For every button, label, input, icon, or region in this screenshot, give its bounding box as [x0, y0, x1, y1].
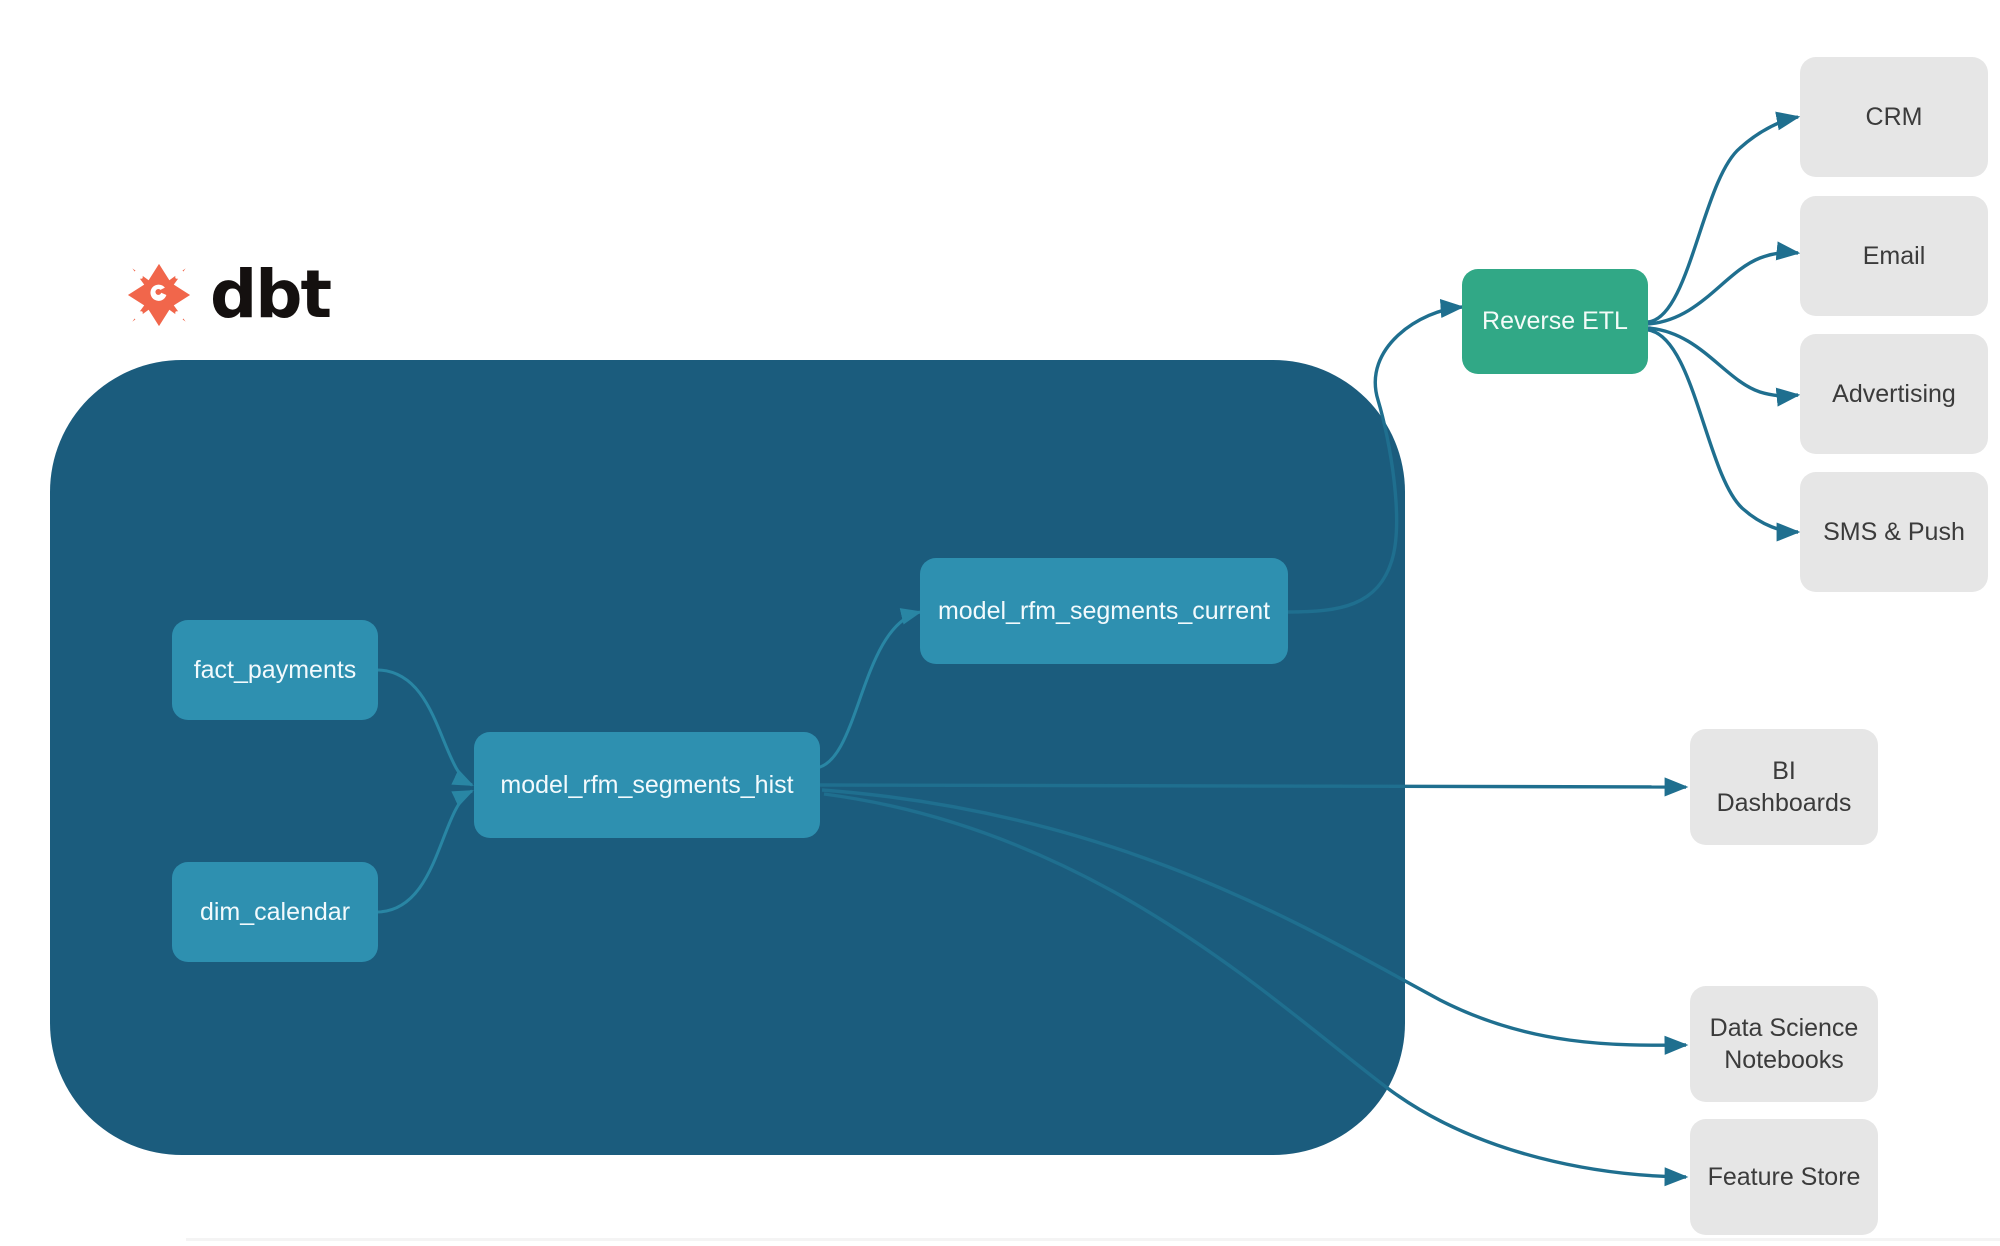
node-reverse-etl[interactable]: Reverse ETL: [1462, 269, 1648, 374]
edge-reverse-etl-to-advertising: [1647, 326, 1801, 407]
dbt-brand-lockup: dbt: [122, 256, 332, 333]
node-sms-push[interactable]: SMS & Push: [1800, 472, 1988, 592]
node-email[interactable]: Email: [1800, 196, 1988, 316]
node-label: Advertising: [1832, 380, 1956, 408]
node-label-line2: Notebooks: [1724, 1046, 1844, 1074]
node-label: Email: [1862, 242, 1926, 270]
node-label: Feature Store: [1707, 1163, 1861, 1191]
edge-reverse-etl-to-email: [1647, 241, 1801, 326]
node-fact-payments[interactable]: fact_payments: [172, 620, 378, 720]
node-bi-dashboards[interactable]: BI Dashboards: [1690, 729, 1878, 845]
node-label: fact_payments: [193, 655, 357, 684]
node-label-line1: Data Science: [1709, 1014, 1859, 1042]
footer-divider: [186, 1238, 2000, 1241]
node-label: Reverse ETL: [1482, 307, 1628, 335]
node-model-rfm-segments-current[interactable]: model_rfm_segments_current: [920, 558, 1288, 664]
node-label: SMS & Push: [1823, 518, 1965, 546]
dbt-wordmark: dbt: [210, 256, 332, 333]
edge-reverse-etl-to-sms-push: [1647, 328, 1801, 542]
node-label: CRM: [1865, 103, 1923, 131]
node-crm[interactable]: CRM: [1800, 57, 1988, 177]
node-label: BI Dashboards: [1716, 757, 1852, 817]
node-label: model_rfm_segments_current: [937, 596, 1271, 625]
node-label: dim_calendar: [199, 897, 351, 926]
node-model-rfm-segments-hist[interactable]: model_rfm_segments_hist: [474, 732, 820, 838]
node-advertising[interactable]: Advertising: [1800, 334, 1988, 454]
edge-reverse-etl-to-crm: [1647, 111, 1801, 324]
node-dim-calendar[interactable]: dim_calendar: [172, 862, 378, 962]
node-data-science-notebooks[interactable]: Data Science Notebooks: [1690, 986, 1878, 1102]
node-label: model_rfm_segments_hist: [500, 770, 794, 799]
dbt-logo-icon: [127, 263, 191, 327]
node-feature-store[interactable]: Feature Store: [1690, 1119, 1878, 1235]
